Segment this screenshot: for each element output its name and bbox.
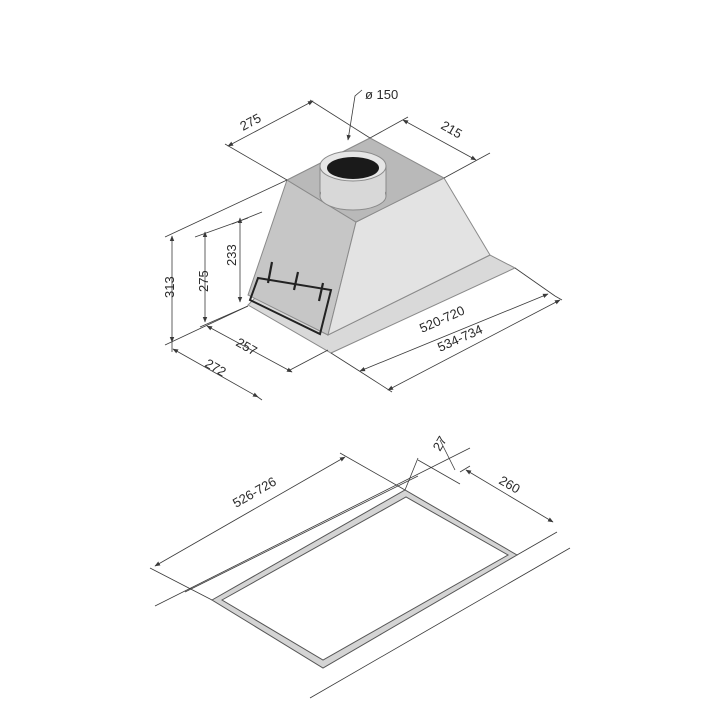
label-cutout-depth: 260 — [497, 473, 523, 497]
label-cutout-width: 526-726 — [230, 474, 279, 511]
label-front-height: 233 — [224, 244, 239, 266]
label-outer-depth: 272 — [203, 356, 229, 380]
range-hood-body — [247, 137, 517, 354]
label-duct-diameter: ø 150 — [365, 87, 398, 102]
label-inner-depth: 257 — [234, 335, 260, 359]
duct-opening — [327, 157, 379, 179]
dim-cutout-frame: 27 — [404, 433, 461, 491]
dim-front-height: 233 — [224, 211, 263, 303]
hood-handle-bar — [248, 261, 333, 336]
label-body-height: 275 — [196, 270, 211, 292]
ceiling-cutout — [154, 447, 571, 699]
label-total-height: 313 — [162, 276, 177, 298]
duct-collar — [319, 150, 387, 211]
label-top-depth: 275 — [237, 110, 263, 133]
cutout-opening — [220, 496, 510, 661]
dim-total-height: 313 — [162, 179, 288, 346]
label-cutout-frame: 27 — [430, 433, 450, 453]
label-top-width: 215 — [439, 118, 465, 142]
dim-duct-diameter: ø 150 — [346, 87, 398, 141]
